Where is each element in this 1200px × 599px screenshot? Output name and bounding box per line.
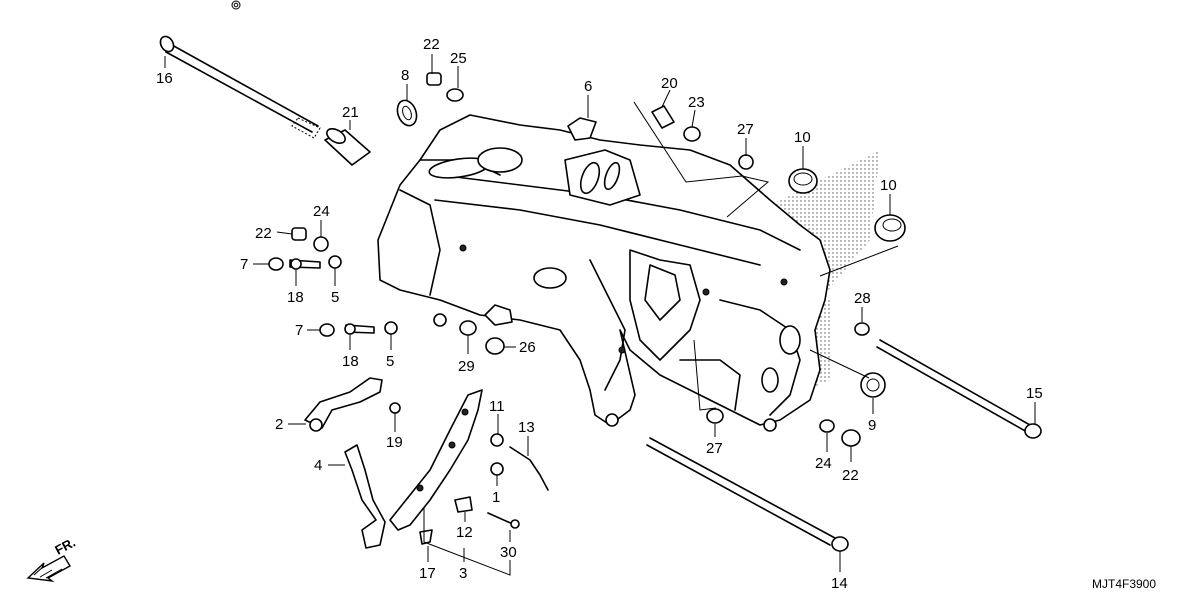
- fr-direction-label: FR.: [52, 535, 78, 558]
- part-label-26: 26: [519, 339, 536, 356]
- part-label-13: 13: [518, 419, 535, 436]
- part-label-29: 29: [458, 358, 475, 375]
- bolt-14: [646, 437, 849, 552]
- part-label-7: 7: [295, 322, 303, 339]
- part-label-27: 27: [706, 440, 723, 457]
- reference-circle-icon: [231, 0, 241, 10]
- part-label-1: 1: [492, 489, 500, 506]
- part-label-16: 16: [156, 70, 173, 87]
- part-label-11: 11: [489, 398, 505, 415]
- part-label-21: 21: [342, 104, 359, 121]
- part-label-20: 20: [661, 75, 678, 92]
- part-label-27: 27: [737, 121, 754, 138]
- part-label-28: 28: [854, 290, 871, 307]
- part-label-22: 22: [255, 225, 272, 242]
- part-label-12: 12: [456, 524, 473, 541]
- part-label-23: 23: [688, 94, 705, 111]
- part-label-6: 6: [584, 78, 592, 95]
- leader-lines: [164, 54, 1036, 576]
- part-label-18: 18: [287, 289, 304, 306]
- diagram-code: MJT4F3900: [1092, 577, 1156, 591]
- part-label-14: 14: [831, 575, 848, 592]
- part-label-30: 30: [500, 544, 517, 561]
- part-label-17: 17: [419, 565, 436, 582]
- part-label-10: 10: [880, 177, 897, 194]
- part-label-4: 4: [314, 457, 322, 474]
- part-label-24: 24: [313, 203, 330, 220]
- part-label-9: 9: [868, 417, 876, 434]
- part-label-22: 22: [423, 36, 440, 53]
- part-label-5: 5: [386, 353, 394, 370]
- part-label-24: 24: [815, 455, 832, 472]
- bolt-15: [876, 339, 1042, 439]
- part-label-2: 2: [275, 416, 283, 433]
- part-label-3: 3: [459, 565, 467, 582]
- part-labels: 16 21 8 22 25 6 20 23 27 10 10 28 9 24 2…: [156, 36, 1043, 592]
- part-label-5: 5: [331, 289, 339, 306]
- hardware: [268, 72, 906, 447]
- part-label-7: 7: [240, 256, 248, 273]
- collar-21: [324, 127, 371, 166]
- main-frame: [377, 114, 831, 432]
- part-label-8: 8: [401, 67, 409, 84]
- part-label-25: 25: [450, 50, 467, 67]
- lower-brackets: [304, 377, 549, 549]
- part-label-19: 19: [386, 434, 403, 451]
- fr-arrow-icon: FR.: [26, 535, 78, 583]
- part-label-18: 18: [342, 353, 359, 370]
- part-label-10: 10: [794, 129, 811, 146]
- part-label-15: 15: [1026, 385, 1043, 402]
- bolt-16: [159, 35, 321, 139]
- part-label-22: 22: [842, 467, 859, 484]
